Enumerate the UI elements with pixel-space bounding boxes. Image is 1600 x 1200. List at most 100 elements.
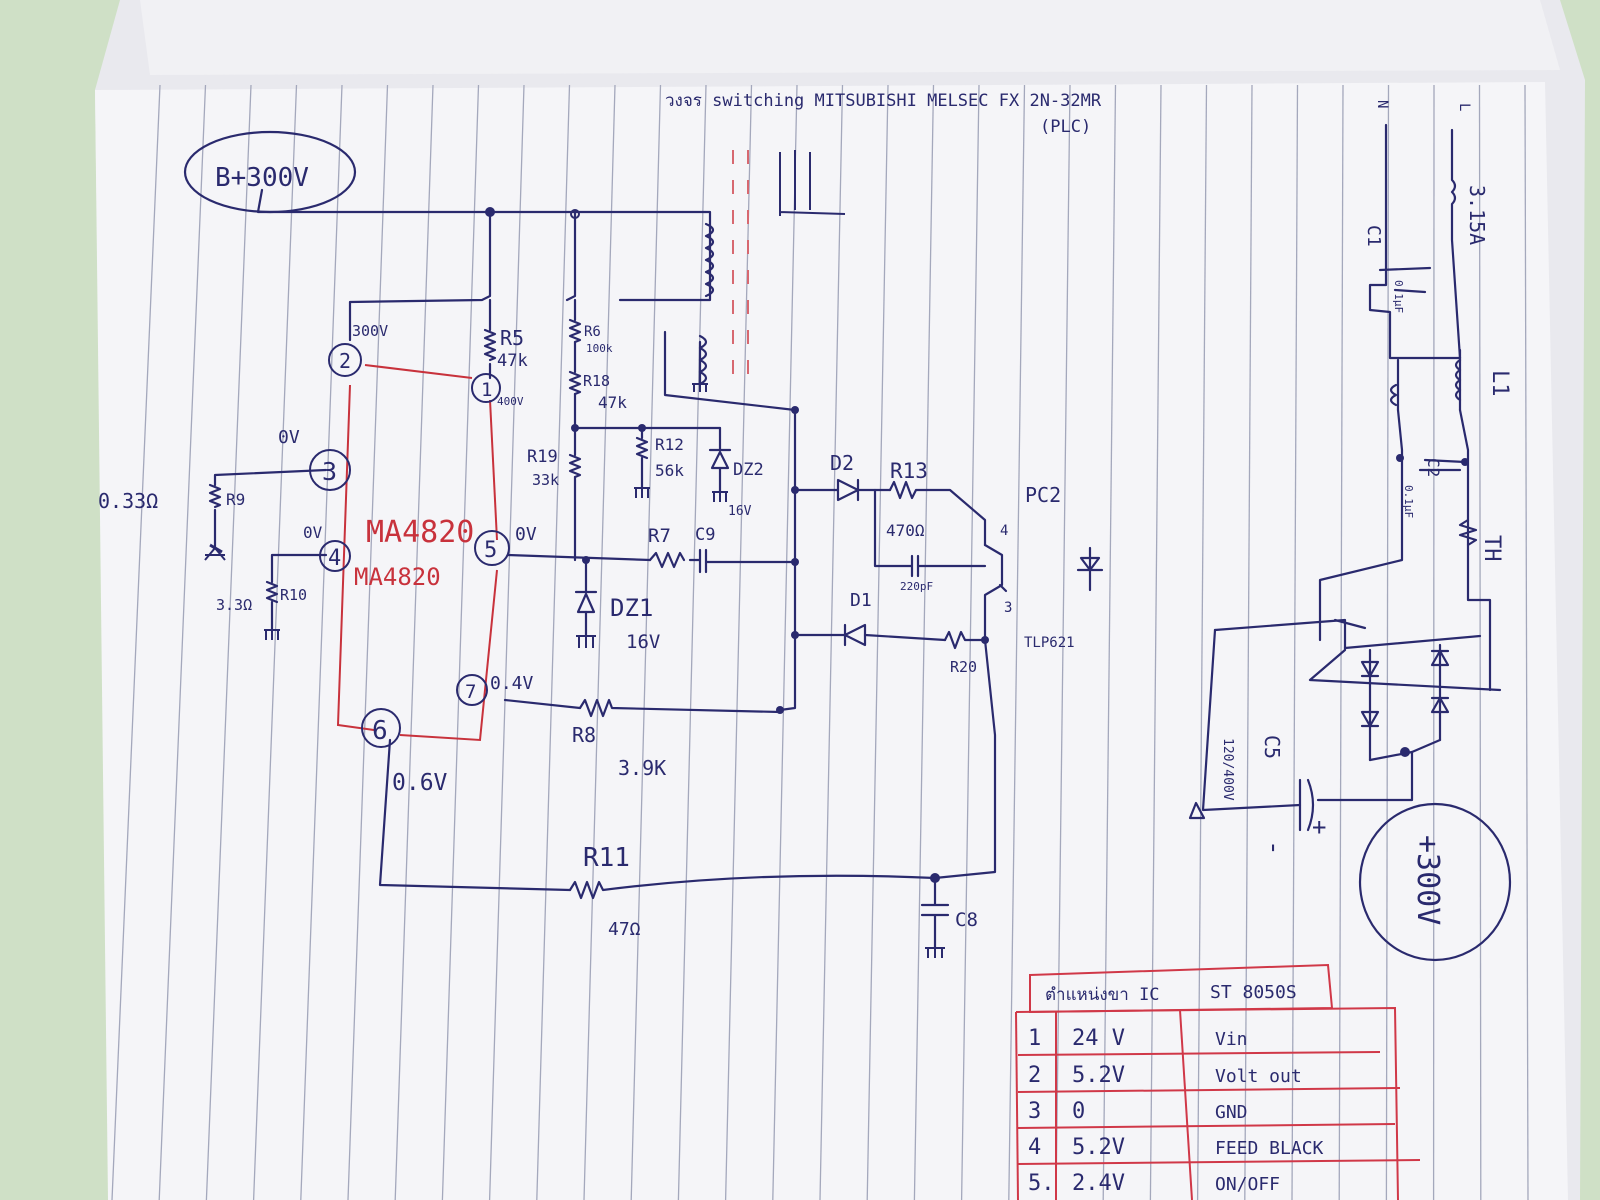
fuse-value: 3.15A <box>1465 185 1489 245</box>
ic-table-function: Vin <box>1215 1029 1248 1050</box>
r11-name: R11 <box>583 843 630 873</box>
pin5-number: 5 <box>484 538 497 563</box>
pin3-number: 3 <box>322 457 337 486</box>
rule-line <box>488 84 525 1200</box>
c5-name: C5 <box>1260 735 1284 759</box>
rule-line <box>1385 84 1390 1200</box>
pin4-voltage: 0V <box>303 523 323 542</box>
th-name: TH <box>1479 535 1504 562</box>
rule-line <box>583 84 616 1200</box>
c1-name: C1 <box>1363 225 1384 247</box>
r10-value: 3.3Ω <box>216 596 252 614</box>
rule-line <box>347 84 389 1200</box>
ic-table-function: Volt out <box>1215 1066 1302 1087</box>
dz1-value: 16V <box>626 631 660 653</box>
r13-value: 470Ω <box>886 521 925 540</box>
r12-value: 56k <box>655 461 684 480</box>
rule-line <box>677 84 707 1200</box>
pc2-pin4: 4 <box>1000 523 1008 539</box>
winding-symbol <box>779 150 846 216</box>
c1-value: 0.1µF <box>1392 280 1405 313</box>
r18-value: 47k <box>598 393 627 412</box>
ground-symbols <box>204 383 945 958</box>
pin7-voltage: 0.4V <box>490 673 534 694</box>
ic-table-pin: 4 <box>1028 1135 1041 1160</box>
rule-line <box>960 84 980 1200</box>
r12-name: R12 <box>655 435 684 454</box>
pin1-number: 1 <box>481 379 492 401</box>
ic-table <box>1015 963 1421 1200</box>
r5-name: R5 <box>500 326 524 350</box>
r19-name: R19 <box>527 447 558 467</box>
c2-value: 0.1µF <box>1402 485 1415 518</box>
rule-line <box>772 84 798 1200</box>
minus-label: - <box>1259 840 1289 856</box>
title-line2: (PLC) <box>1040 117 1091 137</box>
rule-line <box>158 84 207 1200</box>
pin3-voltage: 0V <box>278 427 300 448</box>
ic-table-pin: 3 <box>1028 1099 1041 1124</box>
l1-name: L1 <box>1487 370 1512 397</box>
title-line1: วงจร switching MITSUBISHI MELSEC FX 2N-3… <box>665 91 1102 111</box>
pin6-voltage: 0.6V <box>392 770 448 796</box>
c2-name: C2 <box>1424 458 1443 477</box>
dz2-name: DZ2 <box>733 460 764 480</box>
transformer-core <box>732 150 749 390</box>
pc2-part: TLP621 <box>1024 635 1075 651</box>
rule-line <box>1478 84 1482 1200</box>
pc2-pin3: 3 <box>1004 600 1012 616</box>
r6-name: R6 <box>584 324 601 340</box>
rule-line <box>630 84 662 1200</box>
pin4-number: 4 <box>328 546 341 571</box>
l-label: L <box>1456 103 1472 111</box>
r11-value: 47Ω <box>608 919 641 940</box>
pin5-voltage: 0V <box>515 524 537 545</box>
rule-line <box>819 84 844 1200</box>
dz1-name: DZ1 <box>610 594 653 622</box>
rule-line <box>1196 84 1208 1200</box>
upper-page <box>140 0 1560 75</box>
rule-line <box>111 84 161 1200</box>
junction-dots <box>485 207 1469 883</box>
ic-table-voltage: 0 <box>1072 1099 1085 1124</box>
ic-table-pin: 2 <box>1028 1063 1041 1088</box>
rule-line <box>441 84 480 1200</box>
ic-pins <box>309 343 510 748</box>
schematic-wires <box>183 123 1512 962</box>
rule-line <box>1055 84 1071 1200</box>
pin6-number: 6 <box>372 716 388 746</box>
rule-line <box>252 84 298 1200</box>
rule-line <box>300 84 343 1200</box>
r9-ground-mark <box>209 543 223 554</box>
rule-line <box>1244 84 1253 1200</box>
c5-value: 120/400V <box>1220 738 1235 801</box>
ic-table-pin: 1 <box>1028 1026 1041 1051</box>
d2-name: D2 <box>830 451 854 475</box>
n-label: N <box>1374 100 1390 108</box>
ic-table-pin: 5. <box>1028 1171 1055 1196</box>
d1-name: D1 <box>850 590 872 611</box>
r18-name: R18 <box>583 372 610 390</box>
ic-table-voltage: 5.2V <box>1072 1135 1125 1160</box>
plus-label: + <box>1312 813 1326 841</box>
ic-table-voltage: 2.4V <box>1072 1171 1125 1196</box>
ic-name-small: MA4820 <box>354 563 441 591</box>
rule-line <box>1008 84 1026 1200</box>
r13-name: R13 <box>890 459 928 483</box>
c-pc2-value: 220pF <box>900 580 933 593</box>
supply-label: B+300V <box>215 163 309 193</box>
r10-name: R10 <box>280 586 307 604</box>
ic-table-voltage: 5.2V <box>1072 1063 1125 1088</box>
ic-table-voltage: 24 V <box>1072 1026 1125 1051</box>
rule-line <box>1149 84 1162 1200</box>
pc2-name: PC2 <box>1025 483 1061 507</box>
r19-value: 33k <box>532 471 559 489</box>
rule-line <box>394 84 434 1200</box>
rule-line <box>1291 84 1299 1200</box>
c8-name: C8 <box>955 909 978 931</box>
pin7-number: 7 <box>465 681 476 703</box>
ic-name-large: MA4820 <box>366 515 474 550</box>
ruled-lines <box>111 84 1529 1200</box>
plus300-label: +300V <box>1410 835 1445 925</box>
